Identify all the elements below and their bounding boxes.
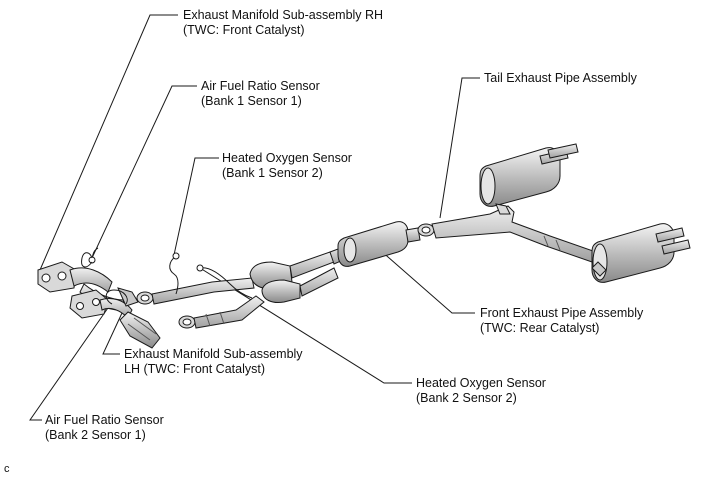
ho2-b2s2-wire [199, 267, 253, 299]
label-manifold-lh-line1: Exhaust Manifold Sub-assembly [124, 347, 303, 361]
manifold-rh-part [37, 247, 125, 311]
manifold-lh-part [69, 287, 161, 349]
leader-manifold-rh [39, 14, 178, 271]
label-ho2-b1s2-line2: (Bank 1 Sensor 2) [222, 166, 323, 180]
label-manifold-rh-line1: Exhaust Manifold Sub-assembly RH [183, 8, 384, 22]
label-ho2-b2s2-line2: (Bank 2 Sensor 2) [416, 391, 517, 405]
label-front-pipe-line2: (TWC: Rear Catalyst) [480, 321, 600, 335]
label-af-sensor-b2: Air Fuel Ratio Sensor (Bank 2 Sensor 1) [45, 413, 164, 443]
figure-code: c [4, 463, 10, 475]
ho2-b1s2-wire [169, 255, 179, 295]
leader-tail-pipe [439, 77, 480, 219]
label-ho2-b2s2-line1: Heated Oxygen Sensor [416, 376, 546, 390]
label-af-sensor-b2-line1: Air Fuel Ratio Sensor [45, 413, 164, 427]
label-manifold-lh: Exhaust Manifold Sub-assembly LH (TWC: F… [124, 347, 303, 377]
label-tail-pipe: Tail Exhaust Pipe Assembly [484, 71, 637, 86]
sensors [81, 252, 253, 305]
label-tail-pipe-line1: Tail Exhaust Pipe Assembly [484, 71, 637, 85]
label-manifold-lh-line2: LH (TWC: Front Catalyst) [124, 362, 265, 376]
label-front-pipe-line1: Front Exhaust Pipe Assembly [480, 306, 644, 320]
leader-af-sensor-b1 [91, 85, 197, 259]
label-af-sensor-b1: Air Fuel Ratio Sensor (Bank 1 Sensor 1) [201, 79, 320, 109]
leader-lines [29, 14, 480, 421]
label-ho2-b1s2: Heated Oxygen Sensor (Bank 1 Sensor 2) [222, 151, 352, 181]
leader-ho2-b2s2 [199, 267, 412, 384]
label-af-sensor-b1-line2: (Bank 1 Sensor 1) [201, 94, 302, 108]
label-af-sensor-b1-line1: Air Fuel Ratio Sensor [201, 79, 320, 93]
leader-manifold-lh [102, 299, 129, 355]
label-manifold-rh-line2: (TWC: Front Catalyst) [183, 23, 305, 37]
af-sensor-b2-wire [105, 289, 128, 305]
label-ho2-b2s2: Heated Oxygen Sensor (Bank 2 Sensor 2) [416, 376, 546, 406]
front-pipe-left [136, 277, 265, 329]
tail-pipe-part [417, 143, 691, 283]
center-pipe [329, 221, 421, 267]
leader-af-sensor-b2 [29, 304, 111, 421]
rear-catalysts [249, 251, 339, 303]
label-af-sensor-b2-line2: (Bank 2 Sensor 1) [45, 428, 146, 442]
leader-front-pipe [379, 249, 475, 314]
label-manifold-rh: Exhaust Manifold Sub-assembly RH (TWC: F… [183, 8, 383, 38]
label-front-pipe: Front Exhaust Pipe Assembly (TWC: Rear C… [480, 306, 643, 336]
leader-ho2-b1s2 [173, 157, 219, 256]
label-ho2-b1s2-line1: Heated Oxygen Sensor [222, 151, 352, 165]
af-sensor-b1-wire [81, 252, 93, 268]
